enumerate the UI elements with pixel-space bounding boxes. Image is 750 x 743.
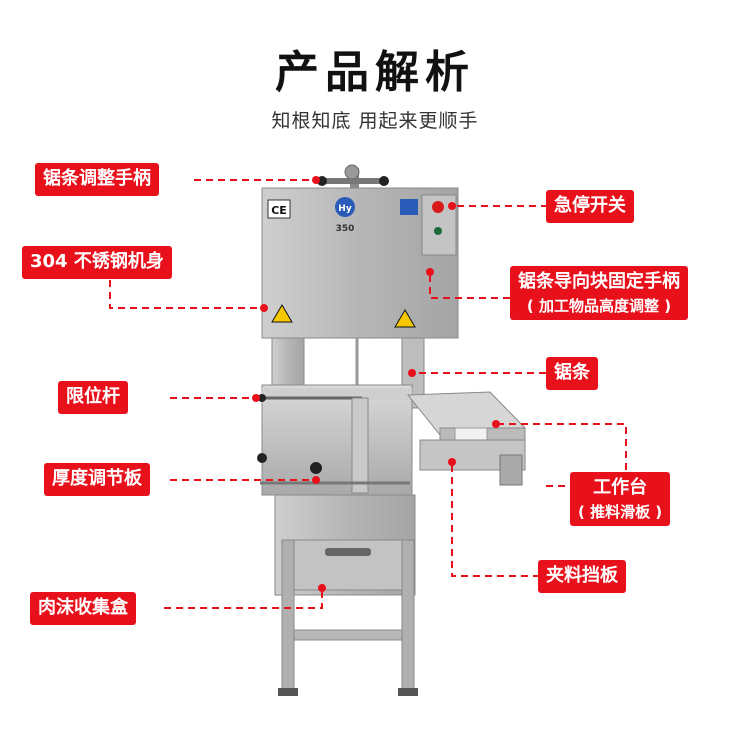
brand-logo xyxy=(335,197,355,217)
upper-housing xyxy=(261,187,459,339)
label-clamp-plate: 夹料挡板 xyxy=(538,560,626,593)
label-blade: 锯条 xyxy=(546,357,598,390)
label-guide-handle: 锯条导向块固定手柄 ( 加工物品高度调整 ) xyxy=(510,266,688,321)
emergency-stop-button xyxy=(432,201,444,213)
ce-mark: CE xyxy=(271,204,287,217)
model-number: 350 xyxy=(336,224,355,234)
label-blade-adjust-handle: 锯条调整手柄 xyxy=(35,163,159,196)
warning-icon xyxy=(271,304,293,323)
label-guide-handle-sub: ( 加工物品高度调整 ) xyxy=(526,296,672,315)
label-guide-handle-text: 锯条导向块固定手柄 xyxy=(518,271,680,292)
label-steel-body: 304 不锈钢机身 xyxy=(22,246,172,279)
page-title: 产品解析 xyxy=(275,47,475,98)
brand-logo-text: Hy xyxy=(338,204,352,214)
label-mince-box: 肉沫收集盒 xyxy=(30,592,136,625)
label-emergency-stop: 急停开关 xyxy=(546,190,634,223)
label-limit-rod: 限位杆 xyxy=(58,381,128,414)
warning-icon xyxy=(394,309,416,328)
label-worktable-sub: ( 推料滑板 ) xyxy=(578,502,663,521)
label-worktable: 工作台 ( 推料滑板 ) xyxy=(570,472,671,527)
mince-collection-box xyxy=(293,539,403,591)
page-subtitle: 知根知底 用起来更顺手 xyxy=(271,110,479,132)
label-worktable-text: 工作台 xyxy=(593,477,648,498)
blade-adjust-handle-bar xyxy=(318,178,388,184)
label-thickness-plate: 厚度调节板 xyxy=(44,463,150,496)
